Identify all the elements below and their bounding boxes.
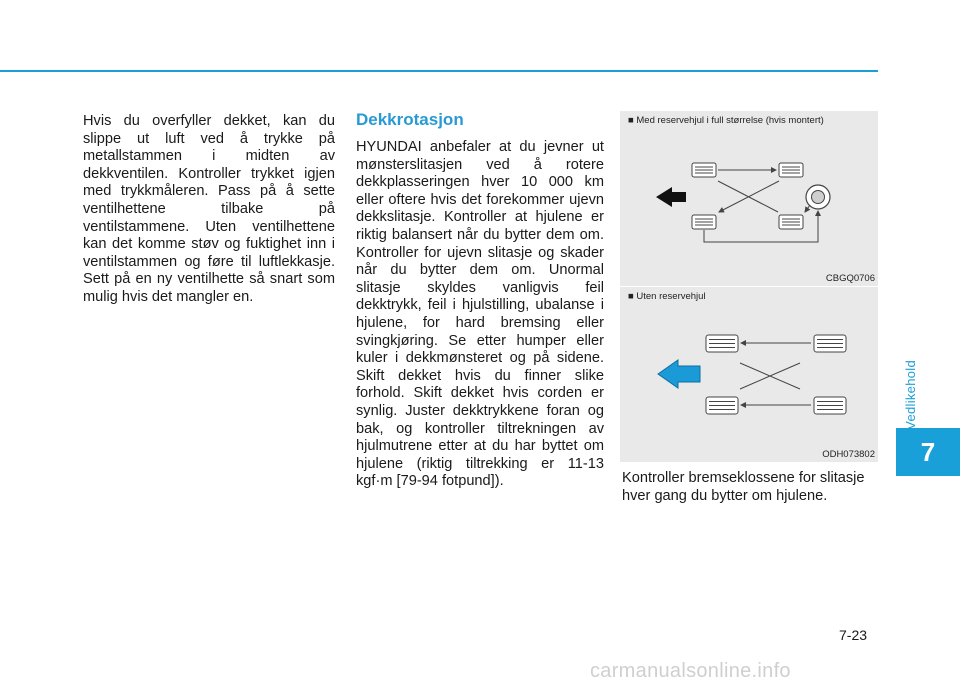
rotation-diagram-no-spare (657, 334, 847, 415)
tire-front-right (813, 334, 847, 353)
watermark: carmanualsonline.info (590, 660, 791, 682)
forward-arrow-icon (656, 187, 686, 207)
tire-rear-left (705, 396, 739, 415)
forward-arrow-icon (657, 359, 701, 389)
body-paragraph-1: Hvis du overfyller dekket, kan du slippe… (83, 113, 335, 305)
figure-full-spare: ■ Med reservehjul i full størrelse (hvis… (620, 111, 878, 286)
figure-caption: ■ Uten reservehjul (628, 291, 706, 302)
rotation-diagram-full-spare (656, 162, 831, 243)
top-rule (0, 70, 878, 72)
body-paragraph-3: Kontroller bremseklossene for slitasje h… (622, 470, 865, 504)
figure-code: CBGQ0706 (825, 273, 875, 284)
tire-front-left (691, 162, 717, 178)
tire-front-left (705, 334, 739, 353)
tire-rear-right (778, 214, 804, 230)
figure-no-spare: ■ Uten reservehjul ODH073802 (620, 287, 878, 462)
tire-front-right (778, 162, 804, 178)
spare-tire-icon (805, 184, 831, 210)
page-number: 7-23 (839, 627, 868, 643)
section-heading: Dekkrotasjon (356, 110, 464, 129)
tire-rear-left (691, 214, 717, 230)
chapter-side-label: Vedlikehold (903, 360, 918, 430)
body-paragraph-2: HYUNDAI anbefaler at du jevner ut mønste… (356, 139, 604, 490)
figure-code: ODH073802 (822, 449, 875, 460)
chapter-tab: 7 (896, 428, 960, 476)
tire-rear-right (813, 396, 847, 415)
figure-caption: ■ Med reservehjul i full størrelse (hvis… (628, 115, 824, 126)
